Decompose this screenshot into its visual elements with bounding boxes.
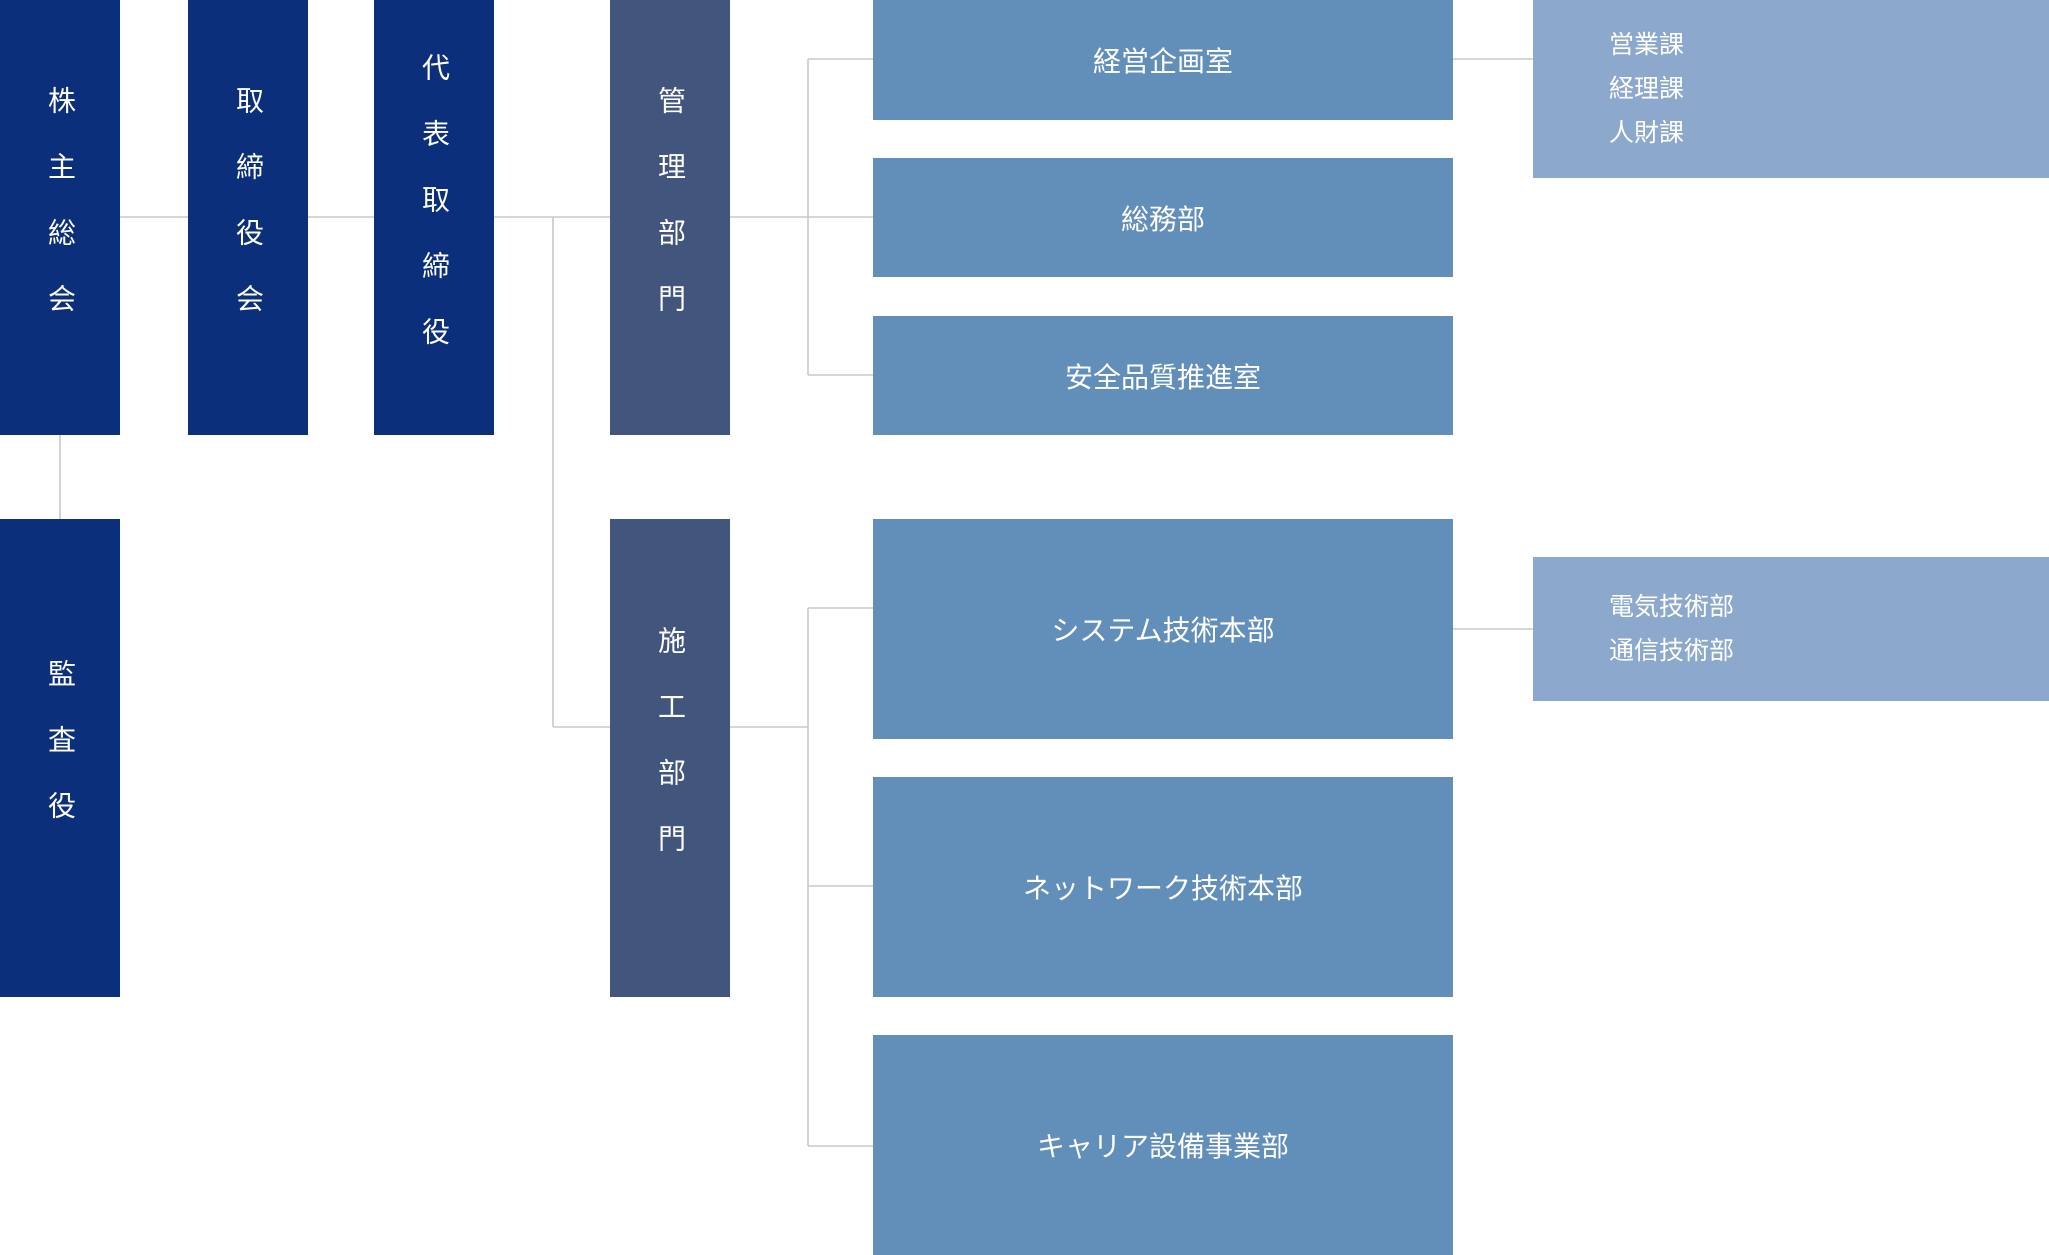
construction-division-label: 施工部門 [654, 626, 687, 890]
section-item-sales: 営業課 [1609, 30, 1685, 59]
safety-quality-label: 安全品質推進室 [1064, 360, 1261, 394]
shareholders-meeting-label: 株主総会 [44, 85, 77, 350]
representative-director-label: 代表取締役 [418, 52, 451, 383]
construction-division-box: 施工部門 [610, 519, 730, 997]
management-division-label: 管理部門 [654, 85, 687, 350]
corporate-planning-label: 経営企画室 [1092, 45, 1233, 78]
auditor-label: 監査役 [44, 659, 77, 857]
management-division-box: 管理部門 [610, 0, 730, 435]
section-item-accounting: 経理課 [1609, 74, 1685, 103]
systems-sections-box: 電気技術部 通信技術部 [1533, 557, 2049, 701]
board-of-directors-box: 取締役会 [188, 0, 308, 435]
section-item-human-resources: 人財課 [1609, 118, 1685, 147]
representative-director-box: 代表取締役 [374, 0, 494, 435]
board-of-directors-label: 取締役会 [232, 85, 265, 350]
systems-engineering-label: システム技術本部 [1051, 614, 1275, 647]
planning-sections-box: 営業課 経理課 人財課 [1533, 0, 2049, 178]
systems-engineering-box: システム技術本部 [873, 519, 1453, 739]
corporate-planning-box: 経営企画室 [873, 0, 1453, 120]
network-engineering-box: ネットワーク技術本部 [873, 777, 1453, 997]
general-affairs-box: 総務部 [873, 158, 1453, 277]
section-item-telecom-engineering: 通信技術部 [1609, 636, 1735, 665]
shareholders-meeting-box: 株主総会 [0, 0, 120, 435]
safety-quality-box: 安全品質推進室 [873, 316, 1453, 435]
carrier-equipment-label: キャリア設備事業部 [1036, 1130, 1289, 1163]
network-engineering-label: ネットワーク技術本部 [1022, 872, 1303, 905]
section-item-electrical-engineering: 電気技術部 [1609, 592, 1735, 621]
general-affairs-label: 総務部 [1120, 202, 1205, 236]
carrier-equipment-box: キャリア設備事業部 [873, 1035, 1453, 1255]
auditor-box: 監査役 [0, 519, 120, 997]
